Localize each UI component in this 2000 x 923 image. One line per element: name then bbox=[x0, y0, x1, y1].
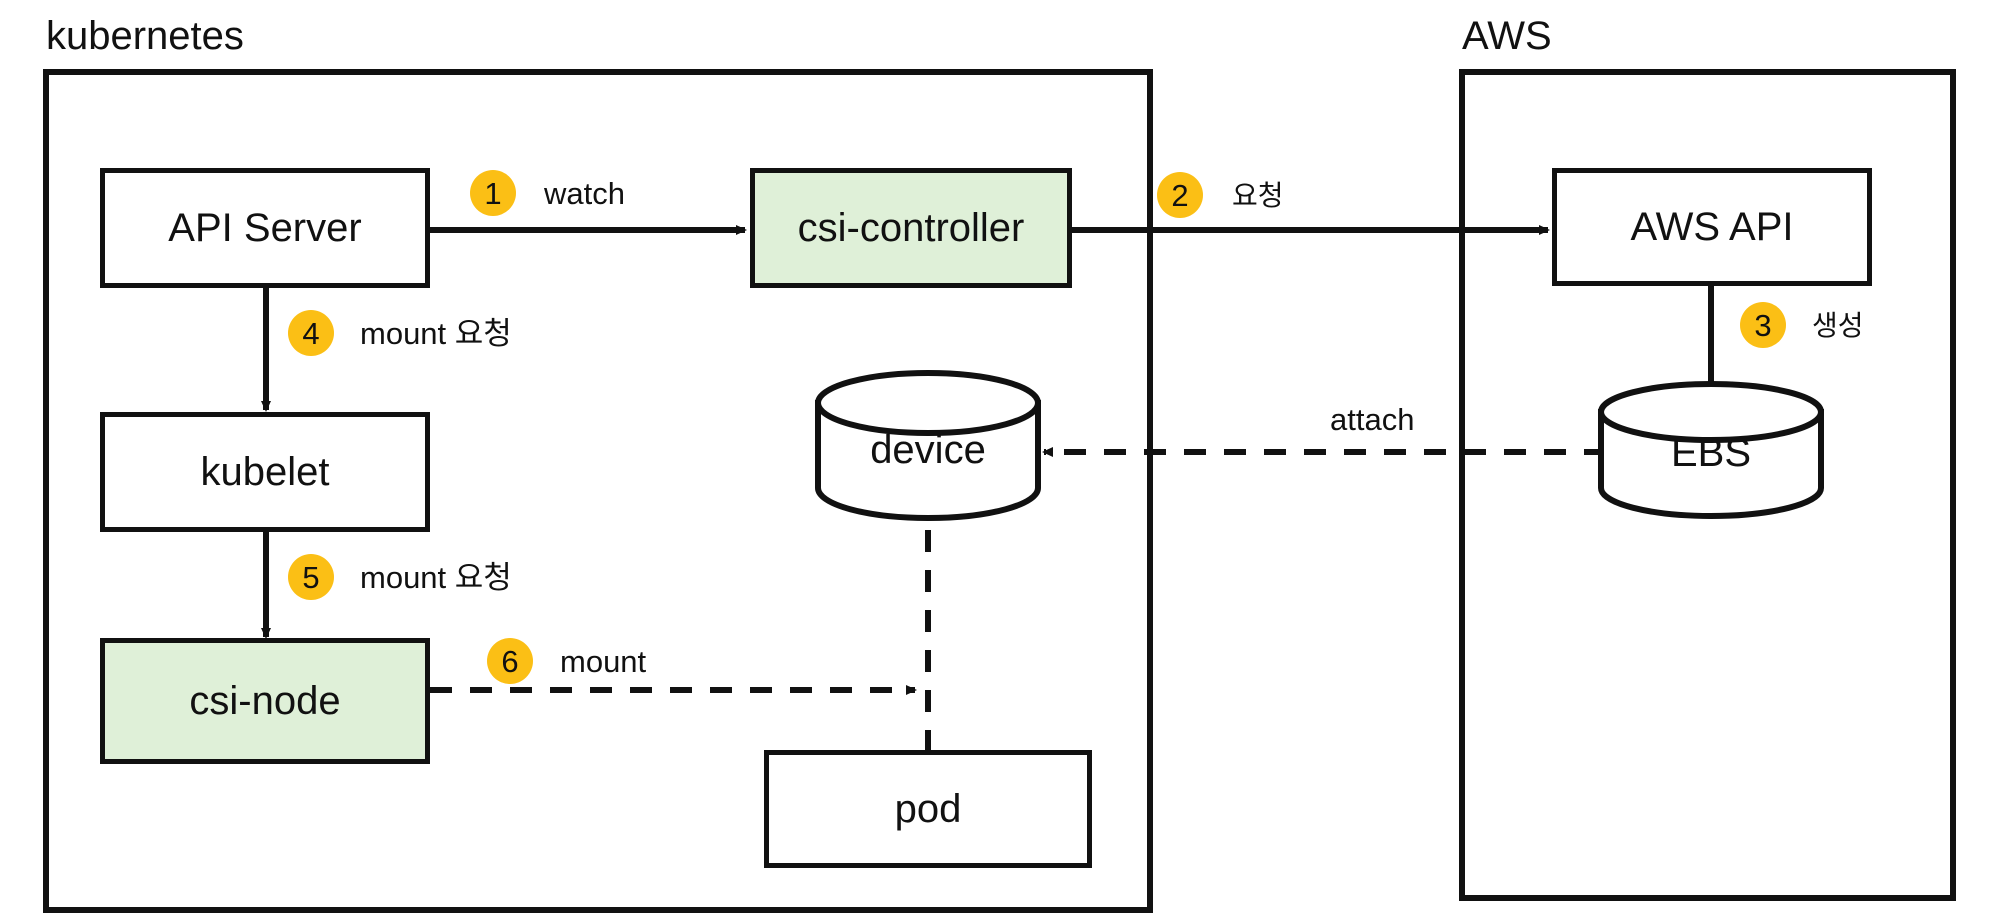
step-badge-3: 3 bbox=[1740, 302, 1786, 348]
node-aws-api[interactable]: AWS API bbox=[1552, 168, 1872, 286]
node-ebs-shape bbox=[1598, 381, 1824, 519]
step-badge-5: 5 bbox=[288, 554, 334, 600]
node-kubelet-label: kubelet bbox=[200, 449, 330, 494]
edge-label-attach: attach bbox=[1330, 402, 1415, 437]
node-csi-node-label: csi-node bbox=[189, 678, 341, 723]
group-boundary-aws bbox=[1459, 69, 1956, 901]
step-badge-2: 2 bbox=[1157, 172, 1203, 218]
node-api-server-label: API Server bbox=[168, 205, 362, 250]
edge-label-request: 요청 bbox=[1232, 180, 1284, 211]
node-csi-node[interactable]: csi-node bbox=[100, 638, 430, 764]
node-api-server[interactable]: API Server bbox=[100, 168, 430, 288]
edge-label-mount-request-1: mount 요청 bbox=[360, 316, 512, 351]
edge-label-mount: mount bbox=[560, 644, 647, 679]
step-badge-4: 4 bbox=[288, 310, 334, 356]
node-device-shape bbox=[815, 370, 1041, 521]
node-aws-api-label: AWS API bbox=[1630, 204, 1794, 249]
group-title-kubernetes: kubernetes bbox=[46, 14, 244, 58]
edge-label-mount-request-2: mount 요청 bbox=[360, 560, 512, 595]
group-boundary-kubernetes bbox=[43, 69, 1153, 913]
node-pod[interactable]: pod bbox=[764, 750, 1092, 868]
step-badge-6: 6 bbox=[487, 638, 533, 684]
group-title-aws: AWS bbox=[1462, 14, 1552, 58]
node-csi-controller[interactable]: csi-controller bbox=[750, 168, 1072, 288]
node-pod-label: pod bbox=[894, 786, 962, 831]
node-kubelet[interactable]: kubelet bbox=[100, 412, 430, 532]
edge-label-create: 생성 bbox=[1812, 310, 1864, 341]
edge-label-watch: watch bbox=[544, 176, 625, 211]
step-badge-1: 1 bbox=[470, 170, 516, 216]
node-csi-controller-label: csi-controller bbox=[797, 205, 1025, 250]
